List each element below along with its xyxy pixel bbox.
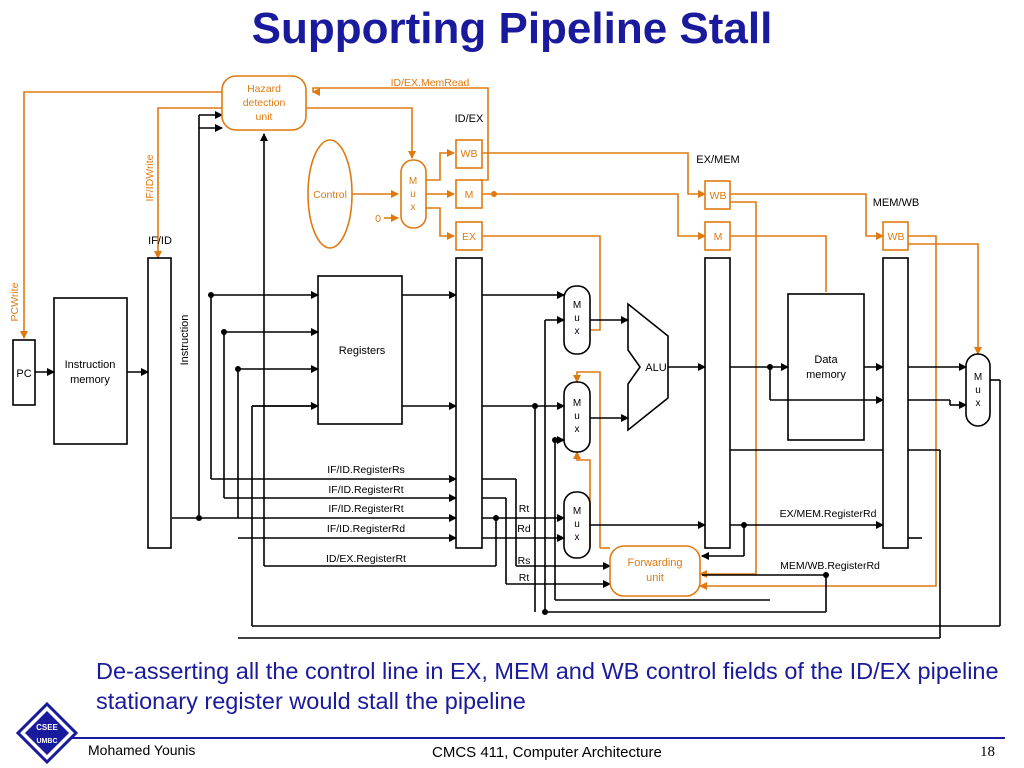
registers-block: Registers [317,275,403,425]
alu-mux-b-x: x [575,424,580,435]
ex-mem-label: EX/MEM [696,154,739,166]
pc-label: PC [16,368,31,380]
hazard-detection-unit: Hazard detection unit [221,75,307,131]
alu-block: ALU [627,302,669,432]
id-ex-memread-label: ID/EX.MemRead [391,77,470,89]
slide-title: Supporting Pipeline Stall [251,4,773,53]
rt-rd-mux-x: x [575,532,580,543]
control-mux: M u x [400,159,427,229]
control-label: Control [313,189,347,201]
hazard-label-2: detection [243,97,286,109]
id-ex-label: ID/EX [455,113,484,125]
mem-wb-register: MEM/WB WB [873,197,919,549]
footer-course: CMCS 411, Computer Architecture [432,744,662,761]
alu-mux-a: M u x [563,285,591,355]
ex-mem-rd-label: EX/MEM.RegisterRd [780,508,877,520]
data-memory-label-2: memory [806,369,846,381]
hazard-label-3: unit [256,111,273,123]
id-ex-ex: EX [462,231,476,243]
instruction-memory-label-2: memory [70,374,110,386]
datapath-wires [35,111,1001,639]
data-memory-block: Data memory [787,293,865,441]
alu-mux-a-u: u [574,313,580,324]
footer-author: Mohamed Younis [88,742,196,758]
logo-text-umbc: UMBC [37,738,58,745]
rd-label: Rd [517,523,531,535]
control-mux-u: u [410,189,416,200]
zero-input: 0 [375,213,381,225]
if-id-rt-label-2: IF/ID.RegisterRt [328,503,403,515]
instruction-memory-label-1: Instruction [65,359,116,371]
data-memory-label-1: Data [814,354,838,366]
instruction-memory-block: Instruction memory [53,297,128,445]
ex-mem-wb: WB [710,190,727,202]
mem-wb-label: MEM/WB [873,197,919,209]
rt-rd-mux-u: u [574,519,580,530]
csee-umbc-logo: CSEE UMBC [16,702,78,764]
control-unit: Control [307,139,353,249]
id-ex-register: ID/EX WB M EX [455,113,484,549]
mem-wb-rd-label: MEM/WB.RegisterRd [780,560,880,572]
id-ex-wb: WB [461,148,478,160]
hazard-label-1: Hazard [247,83,281,95]
pc-block: PC [12,339,36,406]
logo-text-csee: CSEE [36,723,58,732]
id-ex-m: M [465,189,474,201]
alu-mux-b: M u x [563,381,591,453]
instruction-label: Instruction [179,315,191,366]
signal-labels: ID/EX.MemRead IF/IDWrite PCWrite IF/ID.R… [9,77,880,584]
alu-label: ALU [645,362,666,374]
rt-fwd-label: Rt [519,572,530,584]
slide-caption: De-asserting all the control line in EX,… [96,658,999,714]
if-id-register: IF/ID [147,235,172,549]
wb-mux-x: x [976,398,981,409]
control-mux-x: x [411,202,416,213]
wb-mux-m: M [974,372,982,383]
footer-rule [70,737,1005,739]
id-ex-rt-label: ID/EX.RegisterRt [326,553,406,565]
control-mux-m: M [409,176,417,187]
forwarding-unit: Forwarding unit [609,545,701,597]
rt-label: Rt [519,503,530,515]
pc-write-label: PCWrite [9,282,21,321]
if-id-write-label: IF/IDWrite [144,154,156,201]
wb-mux-u: u [975,385,981,396]
if-id-label: IF/ID [148,235,172,247]
footer-page-number: 18 [980,744,995,760]
pipeline-diagram: PC Instruction memory IF/ID Instruction … [9,75,1001,639]
forwarding-label-1: Forwarding [627,557,682,569]
alu-mux-b-u: u [574,411,580,422]
alu-mux-b-m: M [573,398,581,409]
writeback-mux: M u x [965,353,991,427]
if-id-rt-label-1: IF/ID.RegisterRt [328,484,403,496]
rs-fwd-label: Rs [518,555,531,567]
ex-mem-m: M [714,231,723,243]
control-wires [20,87,982,590]
rt-rd-mux: M u x [563,491,591,559]
mem-wb-wb: WB [888,231,905,243]
registers-label: Registers [339,345,386,357]
if-id-rd-label: IF/ID.RegisterRd [327,523,405,535]
alu-mux-a-m: M [573,300,581,311]
rt-rd-mux-m: M [573,506,581,517]
ex-mem-register: EX/MEM WB M [696,154,740,549]
if-id-rs-label: IF/ID.RegisterRs [327,464,405,476]
forwarding-label-2: unit [646,572,664,584]
alu-mux-a-x: x [575,326,580,337]
